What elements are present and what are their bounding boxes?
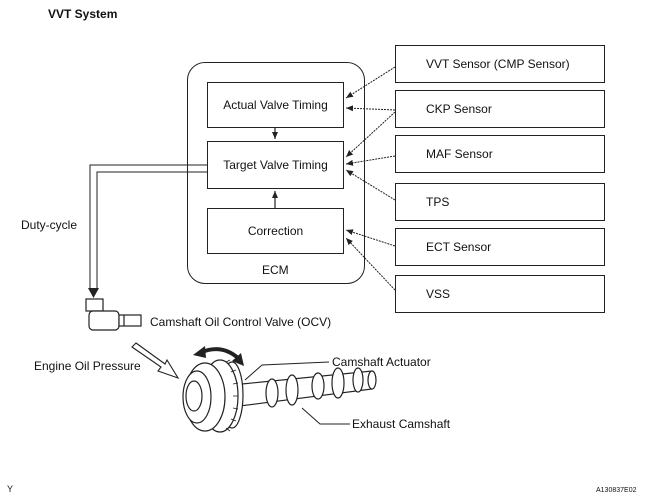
- camshaft-assembly: [182, 359, 377, 433]
- ecm-label: ECM: [262, 263, 289, 277]
- sensor-tps: TPS: [395, 183, 605, 221]
- target-valve-timing-block: Target Valve Timing: [207, 141, 344, 189]
- arrow-ckp-to-actual: [345, 105, 396, 112]
- ecm-box: [187, 62, 365, 284]
- sensor-ect: ECT Sensor: [395, 228, 605, 266]
- arrow-ect-to-correction: [345, 229, 396, 247]
- engine-oil-pressure-label: Engine Oil Pressure: [34, 359, 141, 373]
- correction-block: Correction: [207, 208, 344, 254]
- duty-cycle-label: Duty-cycle: [21, 218, 78, 232]
- duty-cycle-arrowhead: [88, 288, 99, 298]
- ocv-label: Camshaft Oil Control Valve (OCV): [150, 315, 332, 329]
- exhaust-camshaft-leader-line: [301, 407, 350, 425]
- arrow-tps-to-target: [345, 169, 396, 201]
- arrow-ckp-to-target: [345, 111, 396, 158]
- exhaust-camshaft-label: Exhaust Camshaft: [352, 417, 451, 431]
- arrow-vvt-to-actual: [345, 66, 396, 99]
- sensor-ckp: CKP Sensor: [395, 90, 605, 128]
- sprocket-teeth: [225, 359, 239, 432]
- rotation-arrow: [193, 346, 244, 366]
- ocv-valve-drawing: [85, 298, 142, 331]
- page-mark: Y: [7, 484, 14, 494]
- sensor-vss: VSS: [395, 275, 605, 313]
- camshaft-actuator-label: Camshaft Actuator: [332, 355, 431, 369]
- diagram-title: VVT System: [48, 7, 118, 21]
- sensor-maf: MAF Sensor: [395, 135, 605, 173]
- actual-valve-timing-block: Actual Valve Timing: [207, 82, 344, 128]
- arrow-vss-to-correction: [345, 237, 396, 291]
- oil-pressure-arrow: [131, 342, 180, 380]
- actuator-leader-line: [244, 361, 330, 381]
- duty-cycle-line: [89, 164, 207, 290]
- figure-id: A130837E02: [596, 487, 637, 494]
- arrow-maf-to-target: [345, 155, 396, 166]
- sensor-vvt-cmp: VVT Sensor (CMP Sensor): [395, 45, 605, 83]
